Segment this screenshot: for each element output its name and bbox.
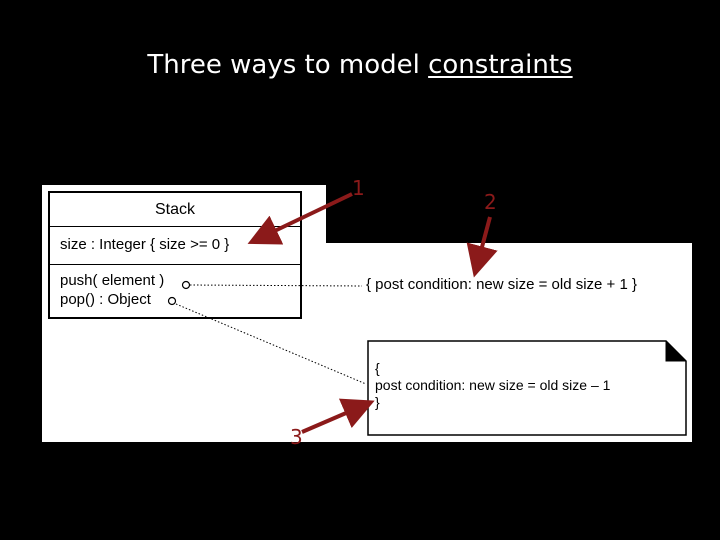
note-line-body: post condition: new size = old size – 1 <box>375 377 611 393</box>
slide-title: Three ways to model constraints <box>0 50 720 80</box>
note-constraint-text: { post condition: new size = old size – … <box>375 360 610 411</box>
note-line-close: } <box>375 394 380 410</box>
push-connector-dot <box>181 280 191 290</box>
note-line-open: { <box>375 360 380 376</box>
arrow-1 <box>247 192 353 245</box>
title-prefix: Three ways to model <box>147 50 429 80</box>
arrow-2 <box>466 216 498 278</box>
callout-number-1: 1 <box>352 176 365 200</box>
arrow-3 <box>301 398 375 434</box>
push-constraint-connector <box>189 284 363 287</box>
title-underlined-word: constraints <box>428 50 573 80</box>
pop-constraint-connector <box>175 303 367 385</box>
pop-connector-dot <box>167 296 177 306</box>
class-attribute: size : Integer { size >= 0 } <box>50 227 300 265</box>
class-operations: push( element ) pop() : Object <box>50 265 300 309</box>
uml-class-stack: Stack size : Integer { size >= 0 } push(… <box>48 191 302 319</box>
operation-push: push( element ) <box>60 272 165 289</box>
callout-number-2: 2 <box>484 190 497 214</box>
callout-number-3: 3 <box>290 425 303 449</box>
operation-pop: pop() : Object <box>60 291 151 308</box>
note-fold <box>665 341 686 362</box>
class-name: Stack <box>50 193 300 227</box>
inline-constraint-label: { post condition: new size = old size + … <box>366 276 638 293</box>
